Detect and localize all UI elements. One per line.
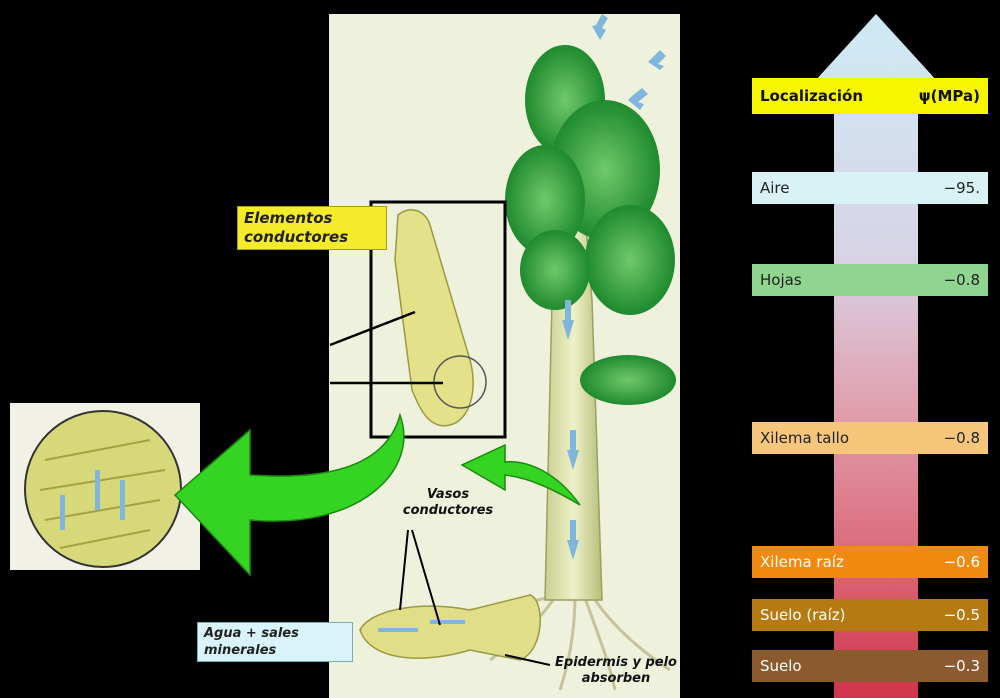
row-xilema-tallo-loc: Xilema tallo [760,429,849,447]
label-elementos-conductores: Elementos conductores [237,206,387,250]
row-suelo-val: −0.3 [944,657,980,675]
row-aire-loc: Aire [760,179,790,197]
label-agua-text: Agua + sales minerales [204,626,299,658]
row-xilema-raiz-val: −0.6 [944,553,980,571]
label-elementos-text: Elementos conductores [244,209,348,246]
row-suelo-raiz: Suelo (raíz) −0.5 [752,599,988,631]
label-agua-sales: Agua + sales minerales [197,622,353,662]
row-hojas-val: −0.8 [944,271,980,289]
label-epidermis-text: Epidermis y pelo absorben [555,655,677,686]
water-potential-arrow [814,14,938,698]
magnified-xylem [10,403,200,570]
green-arrow-large [175,415,404,575]
label-epidermis: Epidermis y pelo absorben [548,655,684,687]
row-xilema-tallo-val: −0.8 [944,429,980,447]
row-xilema-raiz-loc: Xilema raíz [760,553,844,571]
table-header: Localización ψ(MPa) [752,78,988,114]
header-localizacion: Localización [760,87,863,105]
row-aire-val: −95. [944,179,980,197]
row-suelo-raiz-val: −0.5 [944,606,980,624]
row-aire: Aire −95. [752,172,988,204]
row-hojas: Hojas −0.8 [752,264,988,296]
row-suelo: Suelo −0.3 [752,650,988,682]
row-suelo-raiz-loc: Suelo (raíz) [760,606,845,624]
row-xilema-raiz: Xilema raíz −0.6 [752,546,988,578]
label-vasos-text: Vasos conductores [403,487,493,518]
row-xilema-tallo: Xilema tallo −0.8 [752,422,988,454]
label-vasos-conductores: Vasos conductores [398,487,498,519]
root-detail [360,530,550,665]
row-hojas-loc: Hojas [760,271,802,289]
header-psi: ψ(MPa) [919,87,980,105]
row-suelo-loc: Suelo [760,657,802,675]
